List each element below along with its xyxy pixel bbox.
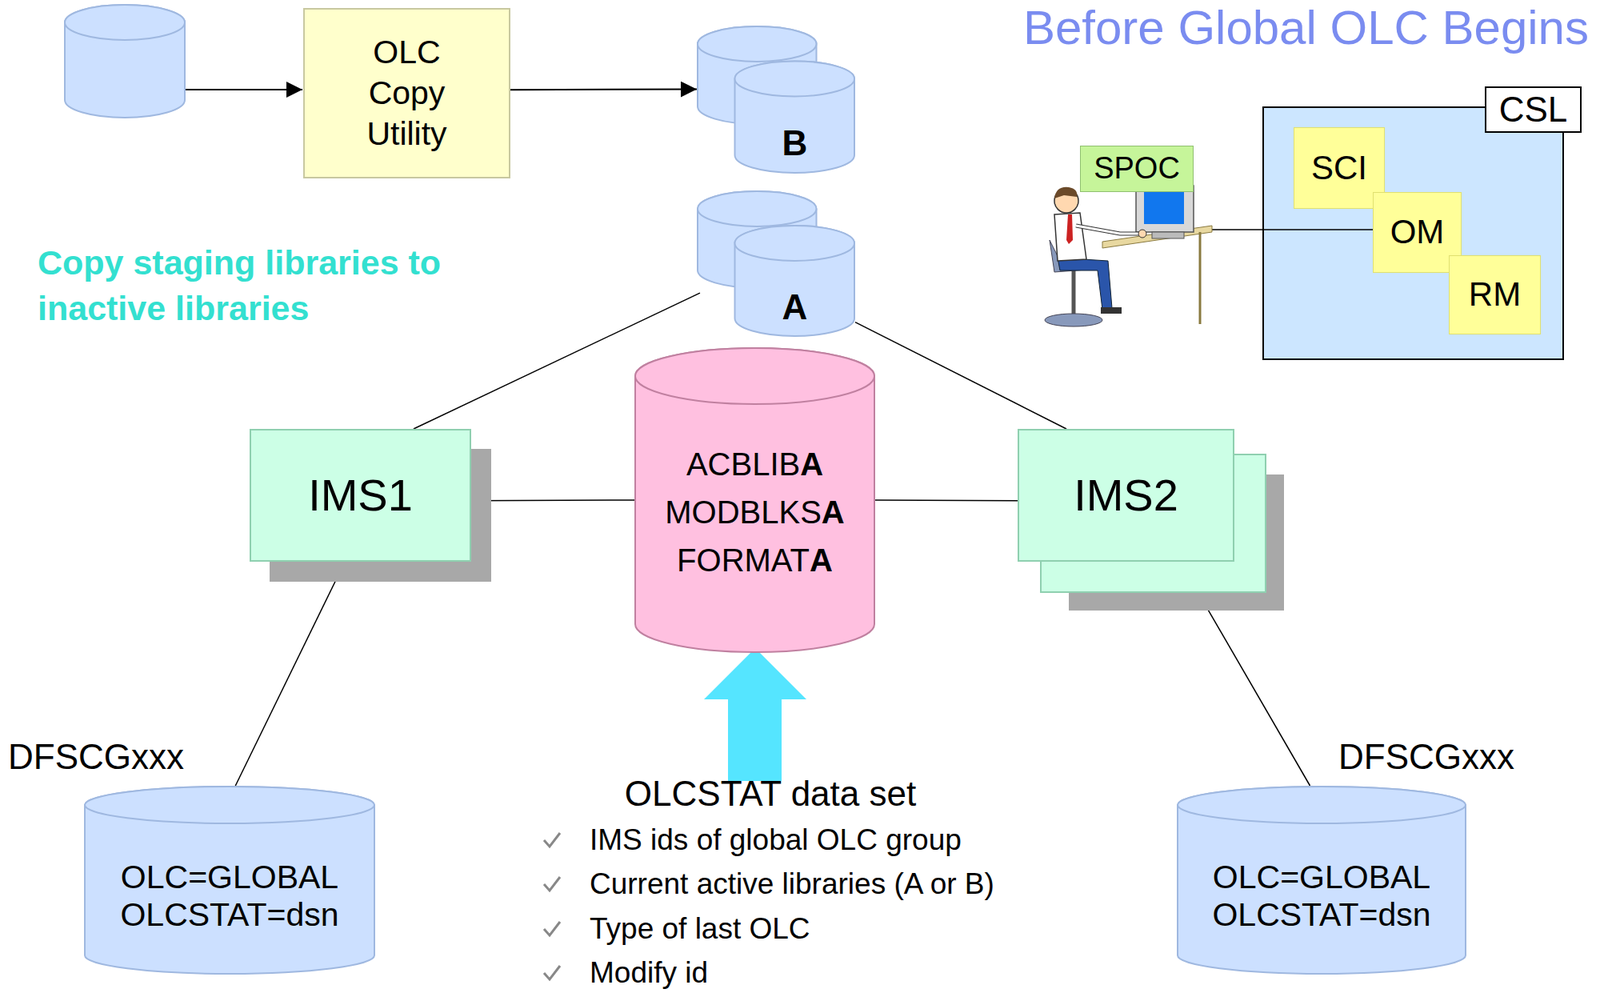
member-name: DFSCGxxx (1338, 736, 1515, 779)
list-item: Modify id (589, 955, 708, 991)
node-text: IMS2 (1073, 468, 1179, 522)
member-name-wrap: DFSCGxxx (1338, 736, 1515, 779)
node-text: B (782, 122, 808, 165)
link-line (471, 499, 635, 501)
list-item: Current active libraries (A or B) (589, 866, 995, 902)
node-text: OLC Copy Utility (366, 32, 447, 156)
node-text: MODBLKSA (664, 488, 845, 536)
dataset-name-wrap: OLCSTAT data set (570, 772, 971, 816)
link-line (875, 499, 1018, 501)
component-box: SCI (1293, 127, 1385, 209)
link-line (855, 322, 1067, 429)
utility-box: OLC Copy Utility (303, 8, 511, 179)
title-wrap: Before Global OLC Begins (1023, 0, 1589, 56)
diagram-title: Before Global OLC Begins (1023, 0, 1589, 56)
group-tag: CSL (1484, 86, 1582, 133)
ims-box: IMS2 (1017, 428, 1235, 562)
node-text: OM (1390, 212, 1445, 252)
node-text: FORMATA (676, 536, 833, 584)
list-item: IMS ids of global OLC group (589, 822, 962, 858)
library-cylinders: A (696, 190, 856, 337)
spoc-wire (1192, 228, 1373, 231)
member-name-wrap: DFSCGxxx (8, 736, 184, 779)
config-cylinder: OLC=GLOBAL OLCSTAT=dsn (1176, 785, 1467, 975)
node-text: SPOC (1093, 150, 1180, 188)
node-text: OLC=GLOBAL OLCSTAT=dsn (120, 858, 339, 934)
node-text: ACBLIBA (686, 440, 824, 488)
staging-cylinder (64, 4, 185, 118)
cylinder-outline (696, 190, 856, 337)
node-text: SCI (1311, 148, 1368, 188)
list-item-wrap: Type of last OLC (589, 911, 811, 947)
flow-arrow (510, 88, 697, 92)
dataset-name: OLCSTAT data set (570, 772, 971, 816)
link-line (235, 561, 345, 786)
spoc-tag: SPOC (1080, 145, 1194, 192)
node-text: OLC=GLOBAL OLCSTAT=dsn (1212, 858, 1431, 934)
node-text: CSL (1499, 88, 1568, 132)
operator-figure (1044, 185, 1212, 327)
member-name: DFSCGxxx (8, 736, 184, 779)
check-marks (544, 832, 560, 980)
copy-arrow (185, 88, 303, 91)
cylinder-outline (696, 25, 856, 174)
list-item: Type of last OLC (589, 911, 811, 947)
list-item-wrap: Modify id (589, 955, 708, 991)
step-note: Copy staging libraries to inactive libra… (37, 240, 474, 332)
csl-panel (1263, 107, 1564, 360)
ims-box: IMS1 (249, 428, 472, 562)
library-cylinder: ACBLIBAMODBLKSAFORMATA (634, 347, 876, 653)
list-item-wrap: Current active libraries (A or B) (589, 866, 995, 902)
config-cylinder: OLC=GLOBAL OLCSTAT=dsn (84, 785, 376, 975)
component-box: RM (1448, 255, 1541, 335)
list-item-wrap: IMS ids of global OLC group (589, 822, 962, 858)
up-arrow (704, 648, 807, 781)
node-text: A (782, 286, 808, 329)
csl-group: SCIOMRMCSL (1263, 107, 1564, 360)
node-text: IMS1 (308, 468, 413, 522)
node-text: RM (1468, 274, 1521, 315)
library-cylinders: B (696, 25, 856, 174)
step-note-wrap: Copy staging libraries to inactive libra… (37, 240, 474, 332)
